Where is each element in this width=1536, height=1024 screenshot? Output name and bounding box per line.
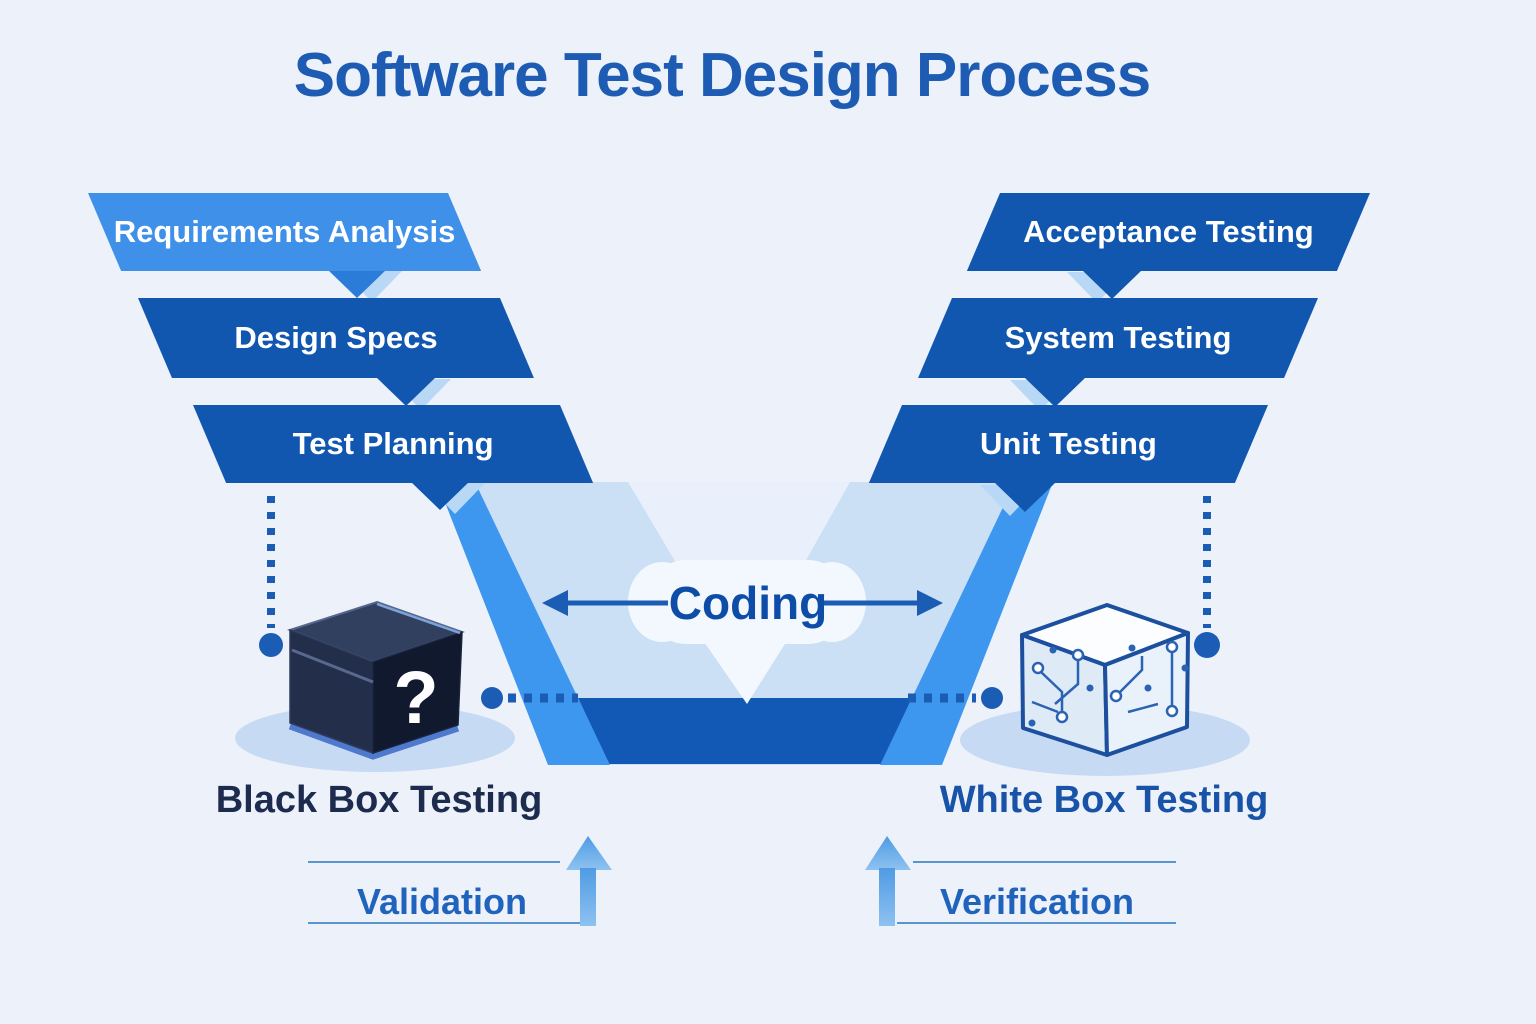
white-box-circuit-cube-icon [1020, 603, 1190, 757]
v-bottom-trapezoid [578, 698, 912, 764]
stage-unit-testing-label: Unit Testing [980, 426, 1157, 461]
left-stage-chevrons [327, 269, 485, 514]
question-mark-glyph: ? [393, 656, 439, 739]
page-title: Software Test Design Process [293, 41, 1151, 110]
stage-requirements-analysis: Requirements Analysis [88, 193, 482, 271]
verification-rule-lines [897, 861, 1176, 924]
verification-up-arrow-icon [865, 836, 911, 926]
stage-unit-testing: Unit Testing [868, 405, 1268, 483]
right-stage-chevrons [980, 270, 1142, 516]
right-vertical-dotted-connector [1194, 496, 1220, 658]
coding-cloud [628, 560, 866, 704]
coding-label: Coding [668, 577, 828, 629]
validation-rule-lines [308, 861, 582, 924]
coding-left-arrow-icon [542, 590, 668, 616]
stage-system-testing-label: System Testing [1004, 320, 1232, 355]
right-horizontal-dotted-connector [908, 687, 1003, 709]
stage-design-specs-label: Design Specs [234, 320, 438, 355]
stage-system-testing: System Testing [918, 298, 1318, 378]
stage-design-specs: Design Specs [138, 298, 534, 378]
validation-up-arrow-icon [566, 836, 612, 926]
stage-test-planning-label: Test Planning [292, 426, 494, 461]
black-box-cube-icon [286, 600, 466, 760]
v-right-arm-stripe [880, 482, 1053, 765]
white-box-testing-label: White Box Testing [939, 779, 1269, 821]
left-horizontal-dotted-connector [481, 687, 578, 709]
stage-test-planning: Test Planning [193, 405, 594, 483]
validation-label: Validation [356, 881, 528, 922]
stage-acceptance-testing: Acceptance Testing [966, 193, 1370, 271]
v-left-arm-stripe [437, 482, 610, 765]
coding-right-arrow-icon [822, 590, 943, 616]
left-vertical-dotted-connector [259, 496, 283, 657]
verification-label: Verification [939, 881, 1135, 922]
stage-acceptance-testing-label: Acceptance Testing [1023, 214, 1314, 249]
stage-requirements-analysis-label: Requirements Analysis [113, 214, 456, 249]
black-box-testing-label: Black Box Testing [215, 779, 543, 821]
